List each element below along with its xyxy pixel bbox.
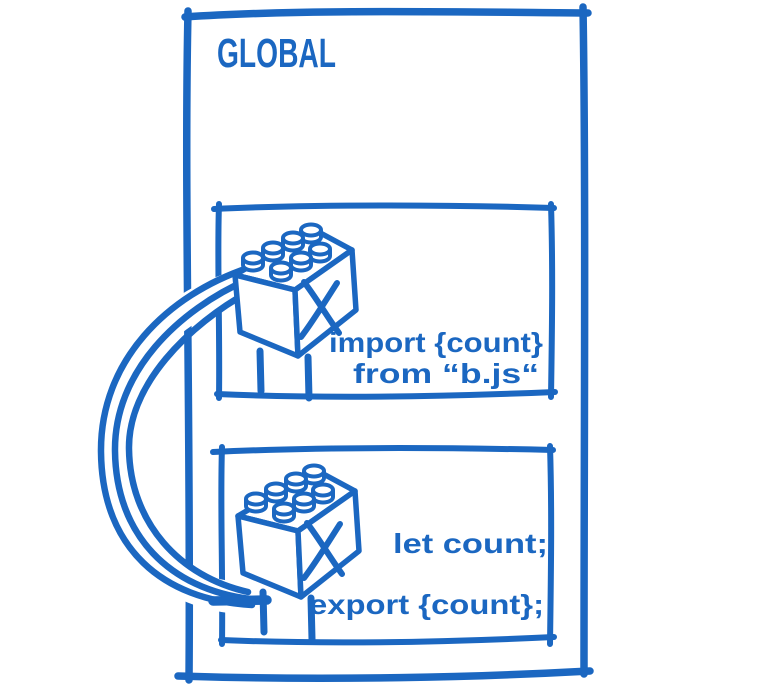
- global-box-right-edge: [579, 3, 589, 678]
- import-code-line-1: import {count}: [329, 327, 543, 358]
- module-import-box: [211, 201, 558, 401]
- export-box-right-edge: [547, 443, 555, 647]
- import-box-bottom-edge: [214, 389, 558, 400]
- import-module-brick-icon: [235, 225, 356, 399]
- global-scope-label: GLOBAL: [217, 30, 336, 76]
- import-box-top-edge: [211, 202, 557, 212]
- export-box-top-edge: [210, 445, 556, 455]
- tube-casing: [90, 268, 264, 614]
- global-box-bottom-edge: [174, 667, 594, 683]
- export-box-left-edge: [218, 444, 226, 647]
- global-box-top-edge: [181, 7, 592, 21]
- import-code-line-2: from “b.js“: [353, 358, 539, 389]
- export-box-bottom-edge: [218, 634, 557, 646]
- tube-connector: [90, 264, 272, 614]
- module-export-box: [210, 443, 557, 647]
- tube-end-stroke: [208, 595, 272, 606]
- export-code-line-1: let count;: [393, 528, 548, 559]
- tube-stroke-inner: [125, 287, 254, 596]
- tube-stroke-middle: [111, 275, 254, 603]
- export-code-line-2: export {count};: [309, 589, 544, 620]
- import-box-right-edge: [548, 201, 556, 400]
- tube-stroke-outer: [97, 264, 256, 609]
